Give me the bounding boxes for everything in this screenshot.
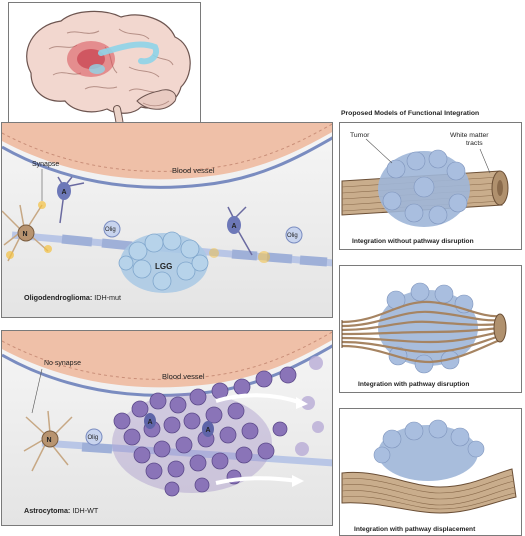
svg-text:Olig: Olig [88, 435, 99, 441]
svg-text:Olig: Olig [105, 227, 116, 233]
brain-inset [8, 2, 201, 134]
svg-text:N: N [23, 231, 28, 238]
vessel-wall [2, 136, 332, 189]
synapse-label: Synapse [32, 161, 59, 168]
svg-text:N: N [47, 437, 52, 444]
oligodendroglioma-panel: Blood vessel N Synapse A Olig [1, 122, 333, 318]
model-caption: Integration without pathway disruption [352, 238, 474, 245]
model-caption: Integration with pathway displacement [354, 526, 476, 533]
tumor-cluster [373, 419, 485, 481]
astrocyte [144, 413, 156, 429]
migration-arrow [215, 476, 299, 485]
vessel-label: Blood vessel [172, 166, 215, 175]
models-title: Proposed Models of Functional Integratio… [341, 110, 480, 117]
astrocyte [57, 182, 71, 200]
oligodendrocyte [285, 226, 303, 244]
vessel-label: Blood vessel [162, 372, 205, 381]
migration-arrow [215, 393, 303, 405]
svg-text:A: A [148, 419, 153, 426]
lgg-tumor [118, 231, 209, 293]
model-disruption-diagram: Integration with pathway disruption [341, 282, 507, 388]
astrocytoma-diagram: Blood vessel N No synapse Olig [2, 331, 332, 515]
oligodendroglioma-diagram: Blood vessel N Synapse A Olig [2, 123, 332, 302]
brain-illustration [26, 10, 191, 133]
svg-text:LGG: LGG [155, 262, 172, 271]
no-synapse-label: No synapse [44, 360, 81, 367]
astrocyte [202, 421, 214, 437]
oligo-caption: Oligodendroglioma: IDH-mut [24, 293, 121, 302]
model-panel-displacement: Integration with pathway displacement [339, 408, 522, 536]
svg-text:A: A [62, 189, 67, 196]
astrocytoma-panel: Blood vessel N No synapse Olig [1, 330, 333, 526]
svg-text:A: A [206, 427, 211, 434]
model-displacement-diagram: Integration with pathway displacement [341, 419, 517, 533]
synapse-glow [38, 201, 46, 209]
astro-caption: Astrocytoma: IDH-WT [24, 506, 99, 515]
tumor-cluster [378, 149, 470, 227]
model-panel-disruption: Integration with pathway disruption [339, 265, 522, 393]
tumor-cluster [378, 282, 478, 374]
neuron [41, 430, 59, 448]
svg-text:Olig: Olig [287, 233, 298, 239]
astrocyte [227, 216, 241, 234]
splayed-white-matter [341, 300, 501, 364]
tumor-label: Tumor [350, 132, 370, 139]
oligodendrocyte [85, 428, 103, 446]
oligodendrocyte [103, 220, 121, 238]
neuron [17, 224, 35, 242]
displaced-white-matter [341, 468, 517, 514]
model-caption: Integration with pathway disruption [358, 381, 469, 388]
svg-text:A: A [232, 223, 237, 230]
